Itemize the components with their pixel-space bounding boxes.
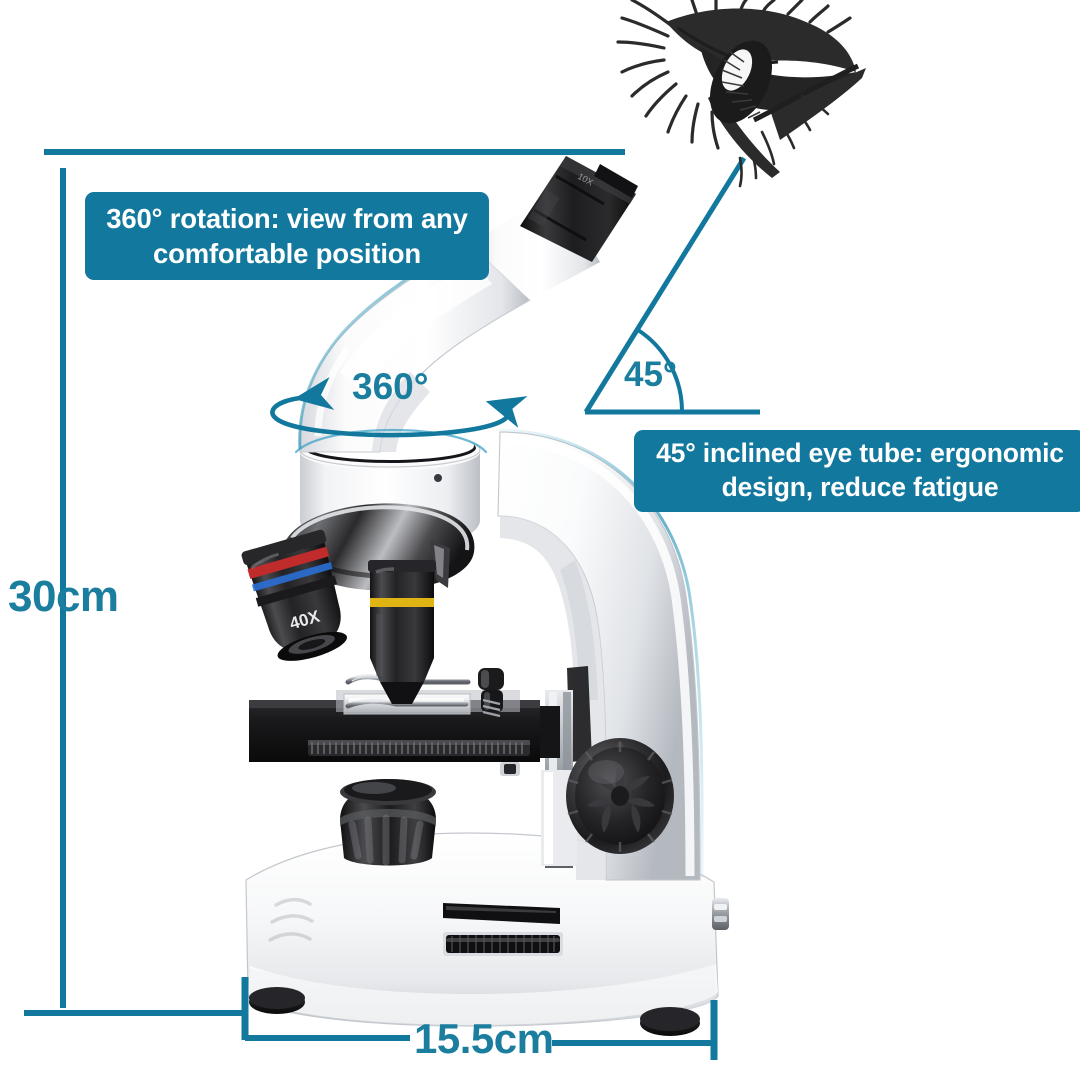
tube-angle-label: 45°	[624, 355, 677, 394]
objective-color-ring	[370, 598, 434, 607]
turret-set-screw	[434, 474, 442, 482]
angle-arc-icon	[583, 156, 760, 415]
objective-color-ring	[247, 546, 330, 579]
base-side-screw	[712, 898, 729, 930]
callout-incline: 45° inclined eye tube: ergonomic design,…	[634, 430, 1080, 512]
objective-40x: 40X	[241, 529, 348, 661]
objective-vertical	[368, 560, 436, 704]
sight-line-icon	[583, 156, 747, 414]
microscope-base	[245, 832, 729, 1036]
height-dimension-line	[24, 149, 625, 1016]
eyepiece: 10X	[520, 156, 638, 262]
width-dimension-label: 15.5cm	[414, 1015, 554, 1062]
condenser	[340, 779, 436, 866]
objective-turret: 40X	[241, 432, 481, 704]
focus-knob	[566, 738, 674, 854]
angle-arc	[636, 328, 685, 413]
rotation-arrow-icon	[270, 377, 528, 438]
callout-rotation: 360° rotation: view from any comfortable…	[85, 192, 489, 280]
stage-adjust-screw	[500, 762, 520, 776]
slide-clip-post	[478, 668, 504, 718]
width-dimension-line	[241, 977, 718, 1060]
height-dimension-label: 30cm	[8, 572, 119, 621]
rotation-angle-label: 360°	[352, 366, 429, 407]
eye-icon	[616, 0, 866, 188]
